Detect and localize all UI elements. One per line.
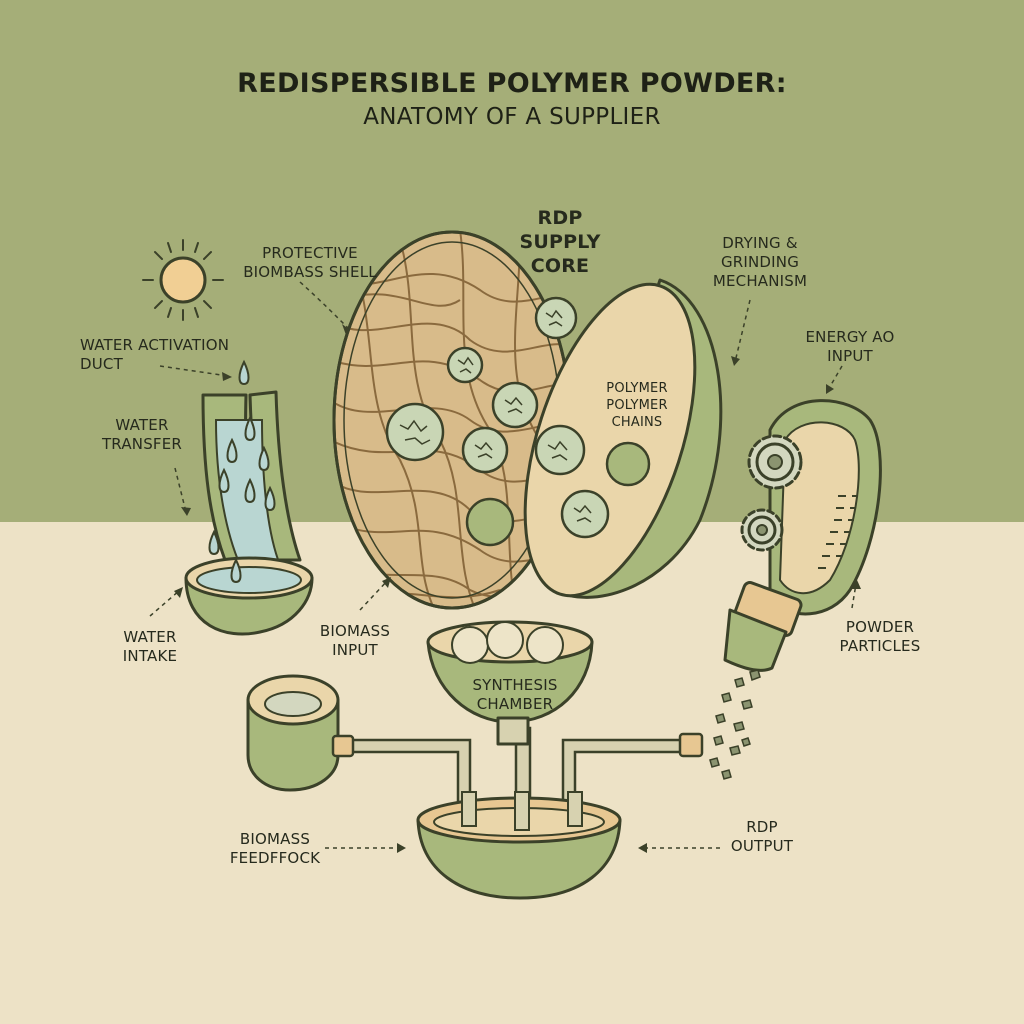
sun-icon: [142, 239, 224, 321]
label-water-transfer: WATER TRANSFER: [101, 416, 183, 453]
synthesis-chamber-bowl: [426, 620, 594, 746]
diagram-subtitle: ANATOMY OF A SUPPLIER: [363, 104, 661, 130]
label-energy-input: ENERGY AO INPUT: [805, 328, 895, 365]
label-rdp-output: RDP OUTPUT: [730, 818, 794, 855]
label-biomass-input: BIOMASS INPUT: [319, 622, 391, 659]
water-drop-icon: [208, 359, 276, 584]
powder-particle-cluster: [709, 669, 761, 780]
label-rdp-supply-core: RDP SUPPLY CORE: [519, 207, 601, 277]
polymer-sphere-icon: [385, 296, 651, 547]
leader-lines: [149, 281, 861, 853]
gear-icon: [740, 434, 803, 552]
diagram-title: REDISPERSIBLE POLYMER POWDER:: [237, 68, 787, 99]
label-powder-particles: POWDER PARTICLES: [839, 618, 921, 655]
label-water-intake: WATER INTAKE: [122, 628, 178, 665]
rdp-output-bowl: [416, 791, 622, 900]
label-biomass-feedstock: BIOMASS FEEDFFOCK: [229, 830, 321, 867]
label-drying-grinding: DRYING & GRINDING MECHANISM: [712, 234, 808, 290]
background-bottom: [0, 522, 1024, 1024]
label-synthesis-chamber: SYNTHESIS CHAMBER: [472, 676, 558, 713]
label-protective-shell: PROTECTIVE BIOMBASS SHELL: [243, 244, 377, 281]
water-intake-cup: [246, 674, 340, 792]
label-water-activation: WATER ACTIVATION DUCT: [80, 336, 230, 373]
label-polymer-chains: POLYMER POLYMER CHAINS: [606, 381, 668, 430]
